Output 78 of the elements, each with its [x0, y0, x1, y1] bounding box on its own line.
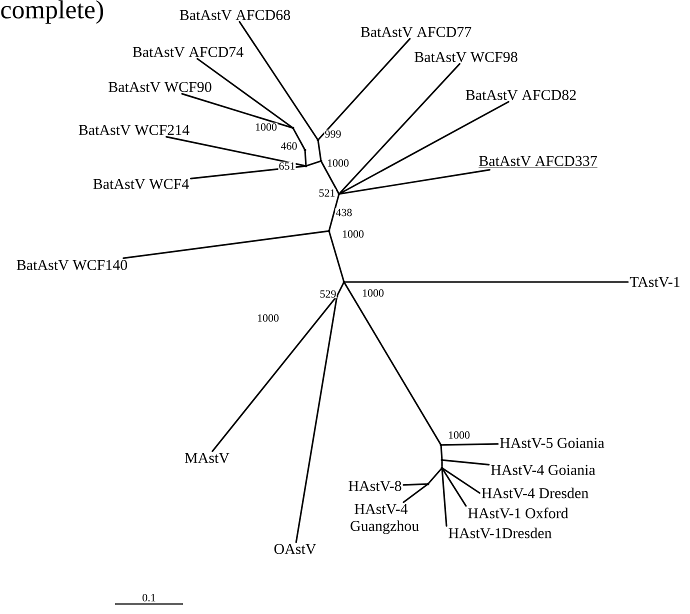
- taxon-label: TAstV-1: [630, 276, 680, 288]
- bootstrap-value: 1000: [448, 431, 470, 439]
- branch-junction: [338, 192, 340, 196]
- tree-branch: [238, 21, 318, 140]
- tree-branch: [442, 443, 499, 446]
- tree-branch: [295, 296, 338, 544]
- bootstrap-value: 1000: [256, 123, 277, 131]
- taxon-label: MAstV: [184, 452, 230, 464]
- tree-branch: [428, 468, 442, 484]
- bootstrap-value: 521: [319, 189, 335, 197]
- branch-junction: [292, 126, 294, 130]
- tree-branch: [304, 150, 307, 166]
- tree-branch: [318, 38, 411, 140]
- bootstrap-value: 1000: [328, 159, 349, 167]
- bootstrap-value: 651: [279, 162, 295, 170]
- tree-branch: [122, 230, 328, 259]
- taxon-label: HAstV-8: [348, 480, 402, 492]
- tree-branch: [402, 483, 428, 486]
- tree-branch: [190, 165, 306, 180]
- branch-junction: [440, 444, 442, 446]
- tree-branch: [212, 296, 337, 452]
- tree-branch: [320, 162, 340, 194]
- tree-branch: [340, 168, 490, 195]
- bootstrap-value: 460: [280, 142, 297, 150]
- taxon-label: BatAstV WCF4: [93, 178, 189, 190]
- branch-junction: [440, 466, 444, 470]
- branch-junction: [426, 482, 430, 486]
- tree-branch: [442, 459, 490, 466]
- taxon-label: BatAstV AFCD74: [132, 46, 244, 58]
- branch-junction: [316, 138, 320, 142]
- branch-junction: [320, 160, 322, 162]
- tree-branch: [328, 232, 344, 282]
- taxon-label: BatAstV AFCD82: [466, 90, 576, 100]
- branch-junction: [342, 280, 346, 284]
- branch-junction: [328, 230, 330, 232]
- tree-branch: [440, 446, 443, 460]
- taxon-label: BatAstV AFCD68: [180, 10, 290, 20]
- branch-junction: [304, 164, 308, 168]
- taxon-label: HAstV-1 Oxford: [468, 508, 568, 518]
- scale-bar: 0.1: [115, 594, 183, 605]
- taxon-label: BatAstV AFCD77: [360, 26, 472, 38]
- taxon-label: HAstV-5 Goiania: [500, 438, 604, 448]
- taxon-label: HAstV-4 Goiania: [491, 464, 596, 476]
- bootstrap-value: 999: [325, 130, 341, 138]
- bootstrap-value: 529: [320, 290, 336, 298]
- tree-branch: [166, 136, 306, 166]
- tree-branch: [344, 282, 442, 445]
- bootstrap-value: 1000: [342, 230, 364, 238]
- taxon-label: BatAstV AFCD337: [478, 156, 598, 168]
- taxon-label: BatAstV WCF214: [78, 124, 190, 136]
- tree-branch: [402, 484, 428, 504]
- taxon-label: BatAstV WCF98: [414, 52, 518, 62]
- tree-branch: [442, 468, 467, 507]
- tree-branch: [336, 282, 344, 296]
- taxon-label: BatAstV WCF90: [108, 82, 212, 92]
- tree-branch: [306, 160, 320, 166]
- bootstrap-value: 1000: [362, 289, 384, 297]
- tree-branch: [442, 468, 480, 494]
- tree-branch: [292, 128, 306, 150]
- taxon-label: HAstV-1Dresden: [448, 528, 552, 538]
- tree-branch: [441, 468, 448, 527]
- taxon-label: OAstV: [274, 544, 316, 554]
- taxon-label: HAstV-4 Dresden: [482, 488, 588, 498]
- tree-branch: [196, 58, 293, 128]
- tree-branch: [328, 194, 340, 230]
- taxon-label: HAstV-4 Guangzhou: [350, 504, 419, 534]
- tree-branch: [181, 93, 292, 128]
- taxon-label: BatAstV WCF140: [16, 260, 128, 270]
- tree-branch: [339, 63, 460, 194]
- tree-branch: [317, 140, 322, 160]
- bootstrap-value: 438: [336, 208, 352, 216]
- branch-junction: [304, 148, 306, 152]
- tree-branch: [340, 101, 510, 194]
- tree-branch: [441, 460, 443, 468]
- branch-junction: [440, 458, 444, 462]
- bootstrap-value: 1000: [258, 314, 279, 322]
- caption-text: complete): [1, 0, 104, 24]
- tree-branch: [344, 281, 629, 283]
